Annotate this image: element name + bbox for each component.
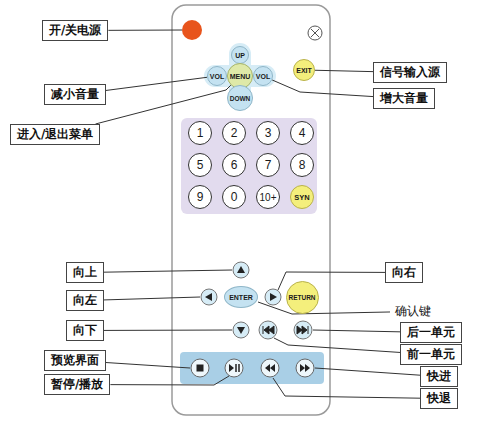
callout-box: 预览界面 bbox=[44, 350, 106, 371]
callout-box: 向上 bbox=[66, 262, 104, 283]
remote-button: ENTER bbox=[224, 286, 258, 308]
remote-button: 1 bbox=[188, 121, 212, 145]
leader-line bbox=[106, 363, 190, 368]
callout-text: 减小音量 bbox=[51, 87, 99, 102]
callout-text: 快退 bbox=[427, 391, 451, 406]
callout-text: 向右 bbox=[392, 265, 416, 280]
callout-box: 快进 bbox=[420, 366, 458, 387]
button-label: UP bbox=[235, 52, 245, 59]
playback-panel bbox=[180, 352, 324, 384]
number-pad bbox=[181, 118, 317, 214]
leader-line bbox=[104, 297, 200, 300]
button-label: SYN bbox=[294, 193, 309, 202]
remote-button: VOL bbox=[207, 66, 227, 86]
remote-button: SYN bbox=[290, 185, 314, 209]
remote-button: 9 bbox=[188, 185, 212, 209]
button-label: ENTER bbox=[229, 294, 253, 301]
button-label: DOWN bbox=[230, 95, 251, 102]
callout-box: 暂停/播放 bbox=[44, 374, 110, 395]
remote-body bbox=[172, 5, 330, 415]
callout-box: 向左 bbox=[66, 290, 104, 311]
remote-button: 2 bbox=[222, 121, 246, 145]
remote-button: 4 bbox=[290, 121, 314, 145]
button-label: 2 bbox=[231, 126, 238, 140]
leader-line bbox=[106, 77, 207, 90]
remote-button: DOWN bbox=[227, 85, 253, 111]
callout-text: 信号输入源 bbox=[380, 65, 440, 80]
button-label: RETURN bbox=[288, 294, 315, 301]
leader-line bbox=[315, 70, 373, 71]
callout-text: 后一单元 bbox=[407, 325, 455, 340]
remote-button: UP bbox=[231, 46, 249, 64]
callout-text: 前一单元 bbox=[407, 347, 455, 362]
callout-box: 进入/退出菜单 bbox=[10, 124, 100, 145]
leader-line bbox=[258, 302, 390, 314]
skip-buttons bbox=[259, 321, 312, 339]
remote-button: 7 bbox=[256, 153, 280, 177]
power-button bbox=[182, 20, 202, 40]
leader-line bbox=[272, 80, 373, 97]
callout-text: 进入/退出菜单 bbox=[17, 127, 93, 142]
leader-line bbox=[273, 378, 420, 398]
callout-text: 向上 bbox=[73, 265, 97, 280]
callout-text: 向左 bbox=[73, 293, 97, 308]
button-label: 3 bbox=[265, 126, 272, 140]
callout-box: 快退 bbox=[420, 388, 458, 409]
callout-box: 向右 bbox=[385, 262, 423, 283]
button-label: 9 bbox=[197, 190, 204, 204]
callout-text: 增大音量 bbox=[380, 91, 428, 106]
button-label: 1 bbox=[197, 126, 204, 140]
button-label: 4 bbox=[299, 126, 306, 140]
leader-line bbox=[104, 330, 232, 331]
callout-label: 确认键 bbox=[393, 304, 433, 319]
remote-button: VOL bbox=[253, 66, 273, 86]
remote-button: 5 bbox=[188, 153, 212, 177]
button-label: 5 bbox=[197, 158, 204, 172]
leader-line bbox=[95, 85, 230, 124]
button-label: VOL bbox=[210, 73, 224, 80]
leader-line bbox=[313, 330, 400, 332]
callout-text: 开/关电源 bbox=[49, 23, 101, 38]
callout-box: 开/关电源 bbox=[42, 20, 108, 41]
button-label: EXIT bbox=[296, 67, 312, 74]
nav-arrows bbox=[201, 262, 281, 338]
callout-box: 信号输入源 bbox=[373, 62, 447, 83]
leader-line bbox=[104, 270, 232, 272]
callout-text: 向下 bbox=[73, 323, 97, 338]
remote-button: RETURN bbox=[286, 281, 319, 314]
button-label: 8 bbox=[299, 158, 306, 172]
button-label: MENU bbox=[230, 73, 251, 80]
callout-text: 快进 bbox=[427, 369, 451, 384]
button-label: 7 bbox=[265, 158, 272, 172]
callout-box: 前一单元 bbox=[400, 344, 462, 365]
callout-box: 减小音量 bbox=[44, 84, 106, 105]
remote-button: 8 bbox=[290, 153, 314, 177]
callout-box: 向下 bbox=[66, 320, 104, 341]
leader-line bbox=[274, 338, 400, 352]
leader-line bbox=[108, 30, 182, 31]
playback-buttons bbox=[191, 359, 314, 377]
callout-box: 后一单元 bbox=[400, 322, 462, 343]
remote-button: 10+ bbox=[256, 185, 280, 209]
button-label: 0 bbox=[231, 190, 238, 204]
callout-text: 预览界面 bbox=[51, 353, 99, 368]
button-label: 10+ bbox=[260, 192, 277, 203]
mute-button bbox=[308, 26, 322, 40]
leader-line bbox=[110, 376, 229, 385]
remote-button: EXIT bbox=[293, 59, 315, 81]
button-label: VOL bbox=[256, 73, 270, 80]
leader-line bbox=[315, 368, 420, 375]
button-label: 6 bbox=[231, 158, 238, 172]
remote-button: 6 bbox=[222, 153, 246, 177]
remote-button: 3 bbox=[256, 121, 280, 145]
dpad-pad bbox=[204, 43, 276, 109]
callout-box: 增大音量 bbox=[373, 88, 435, 109]
remote-button: 0 bbox=[222, 185, 246, 209]
callout-text: 暂停/播放 bbox=[51, 377, 103, 392]
